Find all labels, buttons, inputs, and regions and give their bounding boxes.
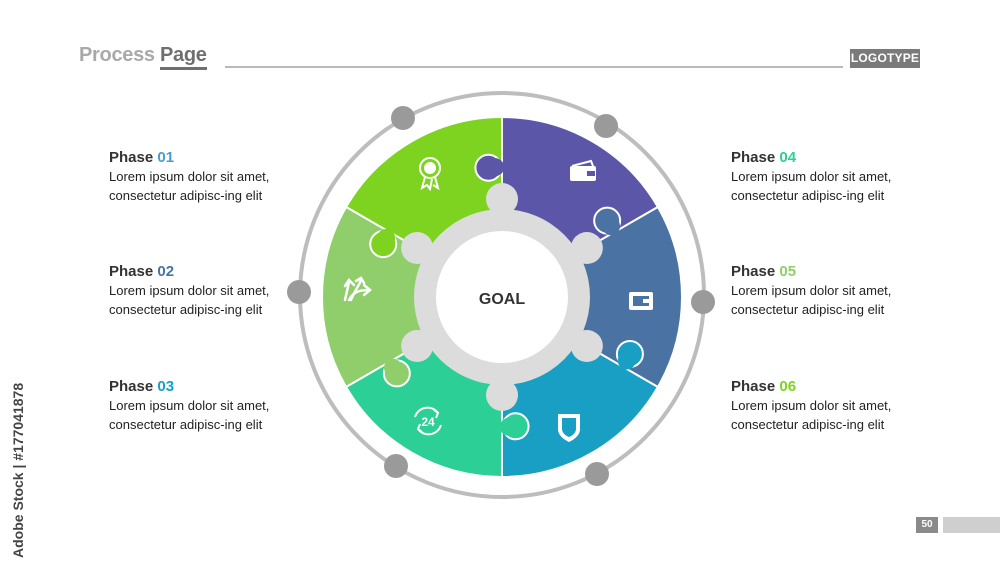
phase-04-block: Phase 04 Lorem ipsum dolor sit amet, con… — [731, 148, 911, 205]
phase-06-title: Phase 06 — [731, 378, 797, 395]
page-title-light: Process — [79, 44, 160, 66]
phase-05-text: Lorem ipsum dolor sit amet, consectetur … — [731, 283, 892, 317]
goal-label: GOAL — [479, 291, 525, 308]
page-number-bar — [943, 517, 1000, 533]
ring-node-3 — [287, 280, 311, 304]
phase-04-title: Phase 04 — [731, 149, 797, 166]
phase-06-number: 06 — [779, 378, 797, 395]
puzzle-tab-joint — [499, 417, 518, 436]
phase-04-number: 04 — [779, 149, 797, 166]
stock-watermark: Adobe Stock | #177041878 — [8, 330, 38, 560]
title-rule — [225, 66, 843, 68]
puzzle-tabs — [369, 153, 644, 441]
phase-02-number: 02 — [157, 263, 175, 280]
phase-01-text: Lorem ipsum dolor sit amet, consectetur … — [109, 169, 270, 203]
phase-01-number: 01 — [157, 149, 175, 166]
phase-02-block: Phase 02 Lorem ipsum dolor sit amet, con… — [109, 262, 289, 319]
ring-node-1 — [391, 106, 415, 130]
24-hours-icon: 24 — [414, 406, 442, 436]
shield-icon — [558, 414, 580, 442]
ring-node-2 — [594, 114, 618, 138]
phase-03-block: Phase 03 Lorem ipsum dolor sit amet, con… — [109, 377, 289, 434]
24-hours-text: 24 — [421, 415, 435, 429]
phase-01-block: Phase 01 Lorem ipsum dolor sit amet, con… — [109, 148, 289, 205]
puzzle-tab-joint — [486, 158, 505, 177]
ring-node-4 — [691, 290, 715, 314]
wallet-icon — [629, 292, 653, 310]
phase-03-title: Phase 03 — [109, 378, 175, 395]
puzzle-tab-joint — [383, 358, 402, 377]
hub-knob — [570, 232, 603, 264]
ring-node-6 — [585, 462, 609, 486]
page-title: Process Page — [79, 44, 207, 70]
hub-knob — [570, 330, 603, 362]
phase-03-number: 03 — [157, 378, 175, 395]
phase-02-title: Phase 02 — [109, 263, 175, 280]
hub-knob — [486, 379, 518, 411]
puzzle-tab-joint — [602, 217, 621, 236]
hub-knob — [401, 330, 434, 362]
phase-05-title: Phase 05 — [731, 263, 797, 280]
goal-center-circle — [436, 231, 568, 363]
phase-06-block: Phase 06 Lorem ipsum dolor sit amet, con… — [731, 377, 911, 434]
page-title-strong: Page — [160, 44, 207, 70]
award-icon — [419, 157, 441, 192]
phase-05-block: Phase 05 Lorem ipsum dolor sit amet, con… — [731, 262, 911, 319]
split-arrows-icon — [343, 276, 372, 302]
page-number: 50 — [916, 517, 938, 533]
phase-01-title: Phase 01 — [109, 149, 175, 166]
puzzle-tab-joint — [377, 228, 396, 247]
stock-id-text: Adobe Stock | #177041878 — [10, 382, 26, 558]
phase-05-number: 05 — [779, 263, 797, 280]
logotype: LOGOTYPE — [850, 49, 920, 68]
phase-06-text: Lorem ipsum dolor sit amet, consectetur … — [731, 398, 892, 432]
puzzle-tab-joint — [617, 351, 636, 370]
hub-knob — [486, 183, 518, 215]
phase-02-text: Lorem ipsum dolor sit amet, consectetur … — [109, 283, 270, 317]
wallet-icon — [570, 159, 596, 181]
phase-03-text: Lorem ipsum dolor sit amet, consectetur … — [109, 398, 270, 432]
hub-knob — [401, 232, 434, 264]
ring-node-5 — [384, 454, 408, 478]
phase-04-text: Lorem ipsum dolor sit amet, consectetur … — [731, 169, 892, 203]
